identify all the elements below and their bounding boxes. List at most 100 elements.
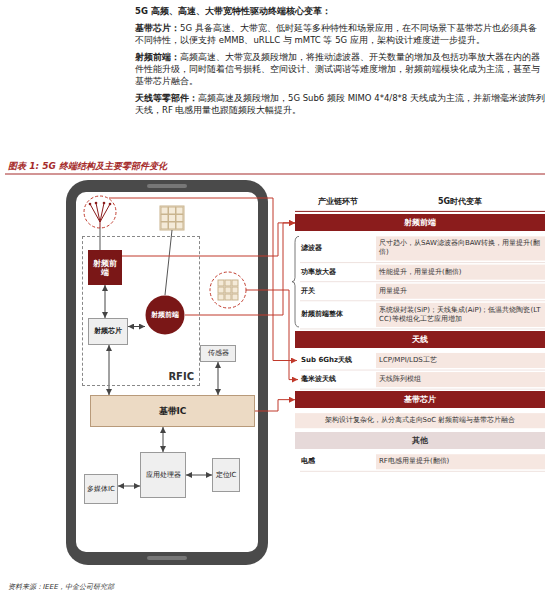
table-cell: 滤波器 — [301, 244, 373, 253]
connector — [122, 223, 295, 256]
antenna-callout — [84, 196, 116, 228]
row-rule — [300, 281, 545, 282]
cell-ground — [376, 353, 545, 368]
lead-text: 天线等零部件： — [135, 93, 198, 103]
connector — [255, 400, 295, 411]
circle-fill — [146, 296, 185, 335]
table-cell: 开关 — [301, 287, 373, 296]
source-note: 资料来源：IEEE，中金公司研究部 — [8, 582, 114, 592]
body-text: 高频高速、大带宽及频段增加，将推动滤波器、开关数量的增加及包括功率放大器在内的器… — [135, 52, 540, 87]
baseband-bar: 基带IC — [90, 395, 255, 427]
row-rule — [300, 389, 545, 390]
table-header: 产业链环节 — [300, 197, 376, 207]
table-cell: 天线阵列模组 — [379, 375, 542, 384]
rf-frontend-box: 射频前端 — [88, 250, 122, 285]
antenna-dots — [89, 202, 112, 206]
cell-ground — [295, 413, 545, 428]
intro-paragraph: 天线等零部件：高频高速及频段增加，5G Sub6 频段 MIMO 4*4/8*8… — [135, 92, 545, 117]
table-grounds — [292, 211, 545, 471]
lead-text: 基带芯片： — [135, 23, 180, 33]
node-text: 传感器 — [208, 349, 229, 357]
row-brace — [292, 236, 299, 327]
phone-button — [147, 556, 187, 560]
node-text: 多媒体IC — [87, 485, 115, 493]
row-rule — [300, 328, 545, 329]
table-header: 5G时代变革 — [377, 197, 543, 207]
table-cell: 系统级封装(SiP)；天线集成(AiP)；低温共烧陶瓷(LTCC)等模组化工艺应… — [379, 306, 542, 324]
cell-ground — [376, 372, 545, 387]
row-rule — [300, 370, 545, 371]
chip-box: 射频芯片 — [88, 318, 128, 345]
table-cell: 射频前端整体 — [301, 310, 373, 319]
connector — [118, 486, 140, 487]
connector — [185, 223, 295, 315]
node-text: 基带IC — [159, 405, 187, 418]
cell-ground — [376, 236, 545, 260]
chip-box: 应用处理器 — [140, 452, 186, 498]
node-text: 射频芯片 — [94, 327, 122, 335]
intro-paragraph: 基带芯片：5G 具备高速、大带宽、低时延等多种特性和场景应用，在不同场景下基带芯… — [135, 22, 545, 47]
grid-feed — [165, 230, 172, 295]
mmwave-callout — [210, 272, 246, 308]
connector — [128, 326, 145, 327]
chip-box: 定位IC — [212, 458, 240, 492]
cell-ground — [376, 265, 545, 280]
lead-text: 射频前端： — [135, 52, 180, 62]
table-cell: 功率放大器 — [301, 268, 373, 277]
node-text: 基带芯片 — [404, 394, 436, 405]
node-text: RFIC — [168, 371, 194, 382]
phone-speaker — [147, 184, 187, 188]
node-text: 射频前端 — [404, 217, 436, 228]
connector — [163, 427, 164, 452]
leader-line — [109, 198, 297, 361]
table-cell: 毫米波天线 — [301, 375, 373, 384]
chip-box: 传感器 — [200, 345, 236, 362]
table-cell: 尺寸趋小，从SAW滤波器向BAW转换，用量提升(翻倍) — [379, 239, 542, 257]
table-cell: RF电感用量提升(翻倍) — [379, 457, 542, 466]
header-rule — [295, 211, 545, 212]
caption-rule — [5, 174, 545, 175]
intro-heading: 5G 高频、高速、大带宽特性驱动终端核心变革： — [135, 6, 545, 18]
phone-body — [66, 180, 268, 565]
table-cell: 架构设计复杂化，从分离式走向SoC 射频前端与基带芯片融合 — [299, 416, 541, 425]
chip-box: 多媒体IC — [84, 474, 118, 504]
table-cell: Sub 6Ghz天线 — [301, 356, 373, 365]
table-cell: 电感 — [301, 457, 373, 466]
rf-frontend-circle: 射频前端 — [145, 295, 185, 335]
connector — [109, 345, 110, 395]
table-band: 射频前端 — [295, 214, 545, 231]
mmwave-grid — [218, 280, 238, 300]
row-rule — [300, 262, 545, 263]
table-band: 基带芯片 — [295, 391, 545, 408]
cell-ground — [376, 284, 545, 299]
cell-ground — [376, 454, 545, 469]
antenna-symbol — [90, 203, 110, 228]
table-band: 其他 — [295, 432, 545, 449]
row-rule — [300, 471, 545, 472]
leader-line — [246, 290, 298, 380]
connector — [105, 285, 106, 318]
intro-text: 5G 高频、高速、大带宽特性驱动终端核心变革： 基带芯片：5G 具备高速、大带宽、… — [135, 6, 545, 120]
antenna-grid — [160, 206, 184, 230]
connector — [186, 475, 212, 476]
intro-paragraph: 射频前端：高频高速、大带宽及频段增加，将推动滤波器、开关数量的增加及包括功率放大… — [135, 51, 545, 88]
figure-title: 图表 1: 5G 终端结构及主要零部件变化 — [8, 160, 167, 173]
cell-ground — [376, 303, 545, 327]
node-text: 射频前端 — [90, 259, 120, 277]
rfic-region: RFIC射频前端射频前端射频芯片 — [82, 236, 200, 386]
table-band: 天线 — [295, 331, 545, 348]
node-text: 射频前端 — [151, 311, 179, 319]
antenna-feed — [100, 228, 101, 250]
node-text: 定位IC — [216, 471, 237, 479]
phone-screen — [76, 192, 258, 552]
body-text: 5G 具备高速、大带宽、低时延等多种特性和场景应用，在不同场景下基带芯片也必须具… — [135, 23, 537, 45]
node-text: 其他 — [412, 435, 428, 446]
node-text: 天线 — [412, 334, 428, 345]
table-cell: LCP/MPI/LDS工艺 — [379, 356, 542, 365]
row-rule — [300, 300, 545, 301]
connector — [218, 362, 219, 395]
table-cell: 性能提升，用量提升(翻倍) — [379, 268, 542, 277]
node-text: 应用处理器 — [146, 471, 181, 479]
table-cell: 用量提升 — [379, 287, 542, 296]
